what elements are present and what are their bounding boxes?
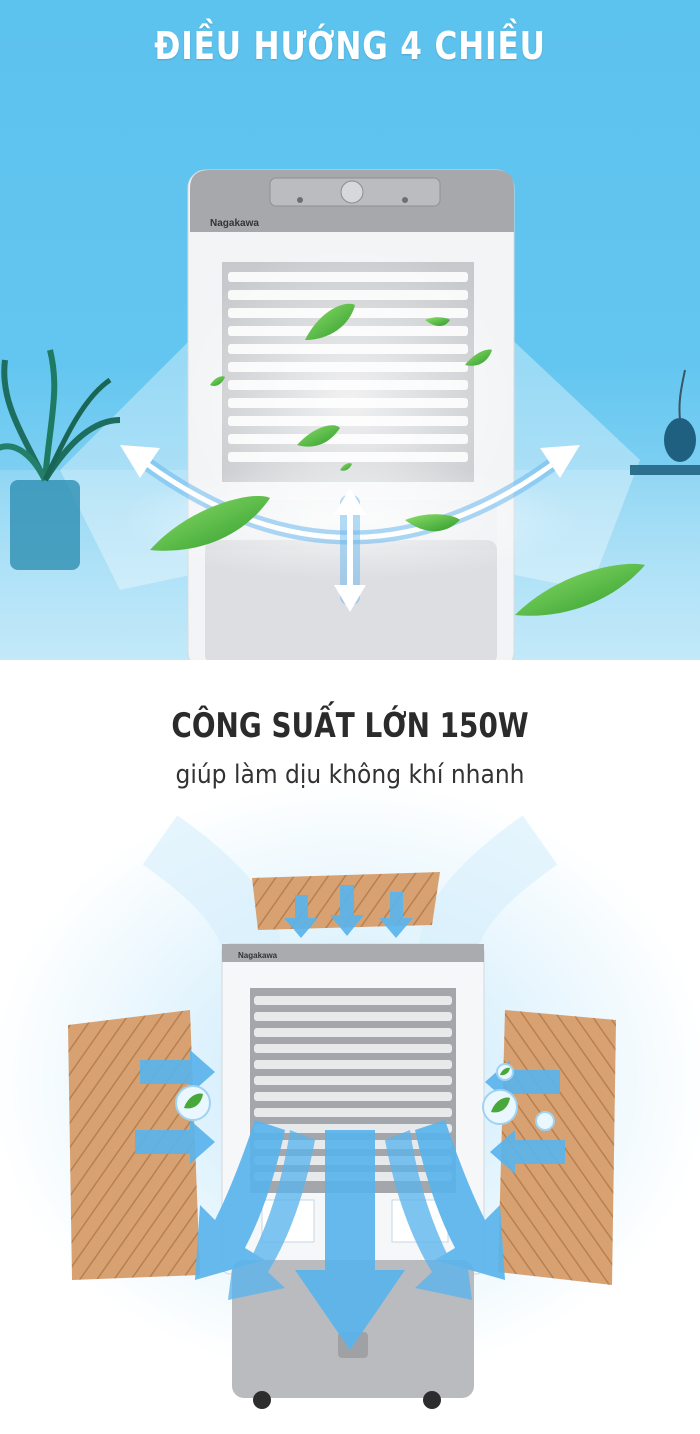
section2-heading: CÔNG SUẤT LỚN 150W (171, 706, 529, 746)
cooler-direction-scene: Nagakawa (0, 169, 700, 660)
arrow-left-icon (120, 445, 160, 478)
section-direction: Nagakawa ĐI (0, 0, 700, 660)
arrow-vertical-icon (334, 488, 366, 612)
section2-subheading: giúp làm dịu không khí nhanh (175, 760, 525, 790)
brand-logo: Nagakawa (210, 218, 259, 229)
cooler-power-scene: Nagakawa (0, 780, 700, 1409)
leaf-bubble-icon (175, 1063, 555, 1131)
section-power: Nagakawa (0, 660, 700, 1434)
arrow-right-icon (540, 445, 580, 478)
vase-icon (630, 369, 700, 475)
leaf-icon (150, 303, 645, 616)
brand-logo: Nagakawa (238, 951, 278, 960)
section1-heading: ĐIỀU HƯỚNG 4 CHIỀU (154, 24, 546, 68)
plant-icon (0, 349, 121, 570)
